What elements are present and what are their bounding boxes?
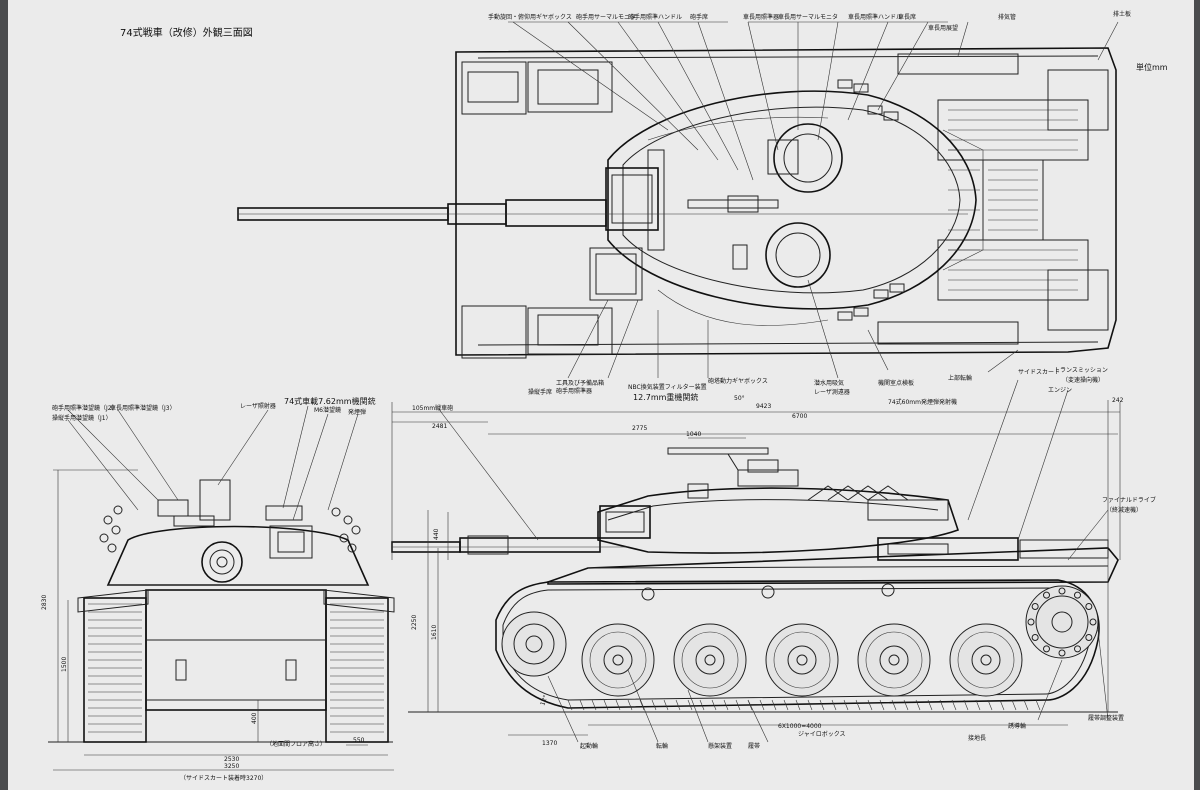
dim-front-skirt-note: （サイドスカート装着時3270） xyxy=(180,774,267,782)
dim-side-6700: 6700 xyxy=(792,413,807,420)
front-gun-muzzle xyxy=(201,541,243,583)
dim-side-angle-12: 12° xyxy=(539,694,549,706)
unit-label: 単位mm xyxy=(1136,62,1168,72)
dim-side-2250: 2250 xyxy=(411,615,418,630)
callout-105mm-gun: 105mm戦車砲 xyxy=(412,404,453,412)
road-wheel xyxy=(581,623,655,697)
callout-driver-periscope-j1: 操縦手用潜望鏡（J1） xyxy=(52,414,112,422)
callout-laser-illuminator: レーザ照射器 xyxy=(240,402,276,410)
callout-dozer-blade: 排土板 xyxy=(1113,10,1131,18)
callout-gunner-periscope-j2: 砲手用照準潜望鏡（J2） xyxy=(52,404,118,412)
dim-front-400: 400 xyxy=(251,712,258,724)
dim-side-1610: 1610 xyxy=(431,625,438,640)
dim-side-2775: 2775 xyxy=(632,425,647,432)
callout-commander-thermal-monitor: 車長用サーマルモニタ xyxy=(778,13,838,21)
top-view xyxy=(237,21,1119,379)
callout-engine: エンジン xyxy=(1048,387,1072,394)
callout-exhaust: 排気管 xyxy=(998,13,1016,21)
side-dimensions: 9423 6700 2481 2775 1040 242 440 2250 16… xyxy=(411,395,1124,747)
top-loader-hatch xyxy=(765,222,831,288)
drawing-sheet: 74式戦車（改修）外観三面図 単位mm xyxy=(8,0,1194,790)
callout-gunner-sight: 砲手用照準器 xyxy=(556,387,592,395)
dim-front-1500: 1500 xyxy=(61,657,68,672)
callout-tool-box: 工具及び予備品箱 xyxy=(556,379,604,387)
callout-gunner-handle: 砲手用照準ハンドル xyxy=(628,13,682,21)
side-road-wheels xyxy=(581,623,1023,697)
callout-side-skirt: サイドスカート xyxy=(1018,369,1060,376)
side-turret-outline xyxy=(597,487,960,554)
dim-front-width-3250: 3250 xyxy=(224,763,239,770)
side-view-callouts: 105mm戦車砲 トランスミッション （変速操向機） エンジン ファイナルドライ… xyxy=(412,367,1156,750)
front-hull-body xyxy=(145,589,327,711)
callout-road-wheel: 転輪 xyxy=(656,742,668,750)
front-dimensions: 2830 1500 400 2530 550 （地面間フロア高さ） 3250 （… xyxy=(41,595,365,782)
callout-snorkel: 潜水用吸気 xyxy=(814,379,844,387)
side-view xyxy=(391,379,1121,743)
drawing-title: 74式戦車（改修）外観三面図 xyxy=(120,26,253,39)
callout-commander-handle: 車長用照準ハンドル xyxy=(848,13,902,21)
callout-smoke-launcher: 74式60mm発煙弾発射機 xyxy=(888,398,957,406)
callout-7-62mm-mg: 74式車載7.62mm機関銃 xyxy=(284,396,376,406)
callout-commander-periscope: 車長用展望 xyxy=(928,24,958,32)
top-hull-outline xyxy=(455,47,1117,356)
side-track-run xyxy=(495,579,1100,709)
side-main-gun-barrel xyxy=(459,537,601,553)
callout-idler: 誘導輪 xyxy=(1008,722,1026,730)
dim-front-2530: 2530 xyxy=(224,756,239,763)
callout-commander-sight: 車長用照準器 xyxy=(743,13,779,21)
callout-12-7mm-mg: 12.7mm重機関銃 xyxy=(633,392,698,402)
callout-transmission-note: （変速操向機） xyxy=(1062,376,1104,384)
callout-final-drive-note: （終減速機） xyxy=(1106,506,1142,514)
callout-gyro-box: ジャイロボックス xyxy=(798,730,846,738)
dim-side-1370: 1370 xyxy=(542,740,557,747)
road-wheel xyxy=(857,623,931,697)
front-right-track xyxy=(325,597,389,743)
road-wheel xyxy=(765,623,839,697)
callout-track: 履帯 xyxy=(748,742,760,750)
callout-traverse-gearbox: 手動旋回・俯仰用ギヤボックス xyxy=(488,13,572,21)
dim-side-440: 440 xyxy=(433,528,440,540)
dim-front-550: 550 xyxy=(353,737,365,744)
callout-commander-seat: 車長席 xyxy=(898,13,916,21)
dim-side-length-9423: 9423 xyxy=(756,403,771,410)
front-turret-outline xyxy=(106,525,370,586)
callout-gunner-seat: 砲手席 xyxy=(690,13,708,21)
dim-side-wheelbase: 6X1000=4000 xyxy=(778,723,822,730)
front-view-callouts: 砲手用照準潜望鏡（J2） 車長用照準潜望鏡（J3） 操縦手用潜望鏡（J1） レー… xyxy=(52,396,376,422)
dim-front-ground-clearance-note: （地面間フロア高さ） xyxy=(266,740,326,748)
top-view-callouts: 手動旋回・俯仰用ギヤボックス 砲手用サーマルモニタ 砲手用照準ハンドル 砲手席 … xyxy=(488,10,1131,406)
dim-side-2481: 2481 xyxy=(432,423,447,430)
callout-sprocket: 起動輪 xyxy=(580,742,598,750)
dim-side-elevation-50: 50° xyxy=(734,395,745,402)
callout-final-drive: ファイナルドライブ xyxy=(1102,496,1156,504)
callout-smoke-grenade: 発煙弾 xyxy=(348,408,366,416)
callout-gunner-thermal-monitor: 砲手用サーマルモニタ xyxy=(576,13,636,21)
callout-upper-roller: 上部転輪 xyxy=(948,374,972,382)
callout-transmission: トランスミッション xyxy=(1054,367,1108,374)
tank-three-view-drawing: 74式戦車（改修）外観三面図 単位mm xyxy=(41,10,1168,782)
dim-front-height-2830: 2830 xyxy=(41,595,48,610)
callout-turret-gearbox: 砲塔動力ギヤボックス xyxy=(708,377,768,385)
callout-laser-rangefinder: レーザ測遠器 xyxy=(814,388,850,396)
callout-commander-periscope-j3: 車長用照準潜望鏡（J3） xyxy=(110,404,176,412)
callout-engine-access-panel: 機関室点検板 xyxy=(878,379,914,387)
front-view xyxy=(48,405,395,771)
callout-suspension: 懸架装置 xyxy=(708,742,732,750)
side-idler-wheel xyxy=(501,611,567,677)
dim-side-1040: 1040 xyxy=(686,431,701,438)
side-sprocket-wheel xyxy=(1025,585,1099,659)
callout-nbc-filter: NBC換気装置フィルター装置 xyxy=(628,383,707,391)
callout-m6-periscope: M6潜望鏡 xyxy=(314,406,341,414)
callout-ground-contact: 接地長 xyxy=(968,734,986,742)
road-wheel xyxy=(949,623,1023,697)
top-commander-cupola xyxy=(773,123,843,193)
side-engine-deck xyxy=(877,537,1019,561)
road-wheel xyxy=(673,623,747,697)
dim-side-242: 242 xyxy=(1112,397,1124,404)
front-left-track xyxy=(83,597,147,743)
callout-driver-seat: 操縦手席 xyxy=(528,388,552,396)
callout-track-adjuster: 履帯調整装置 xyxy=(1088,714,1124,722)
top-turret-outline xyxy=(607,90,977,310)
